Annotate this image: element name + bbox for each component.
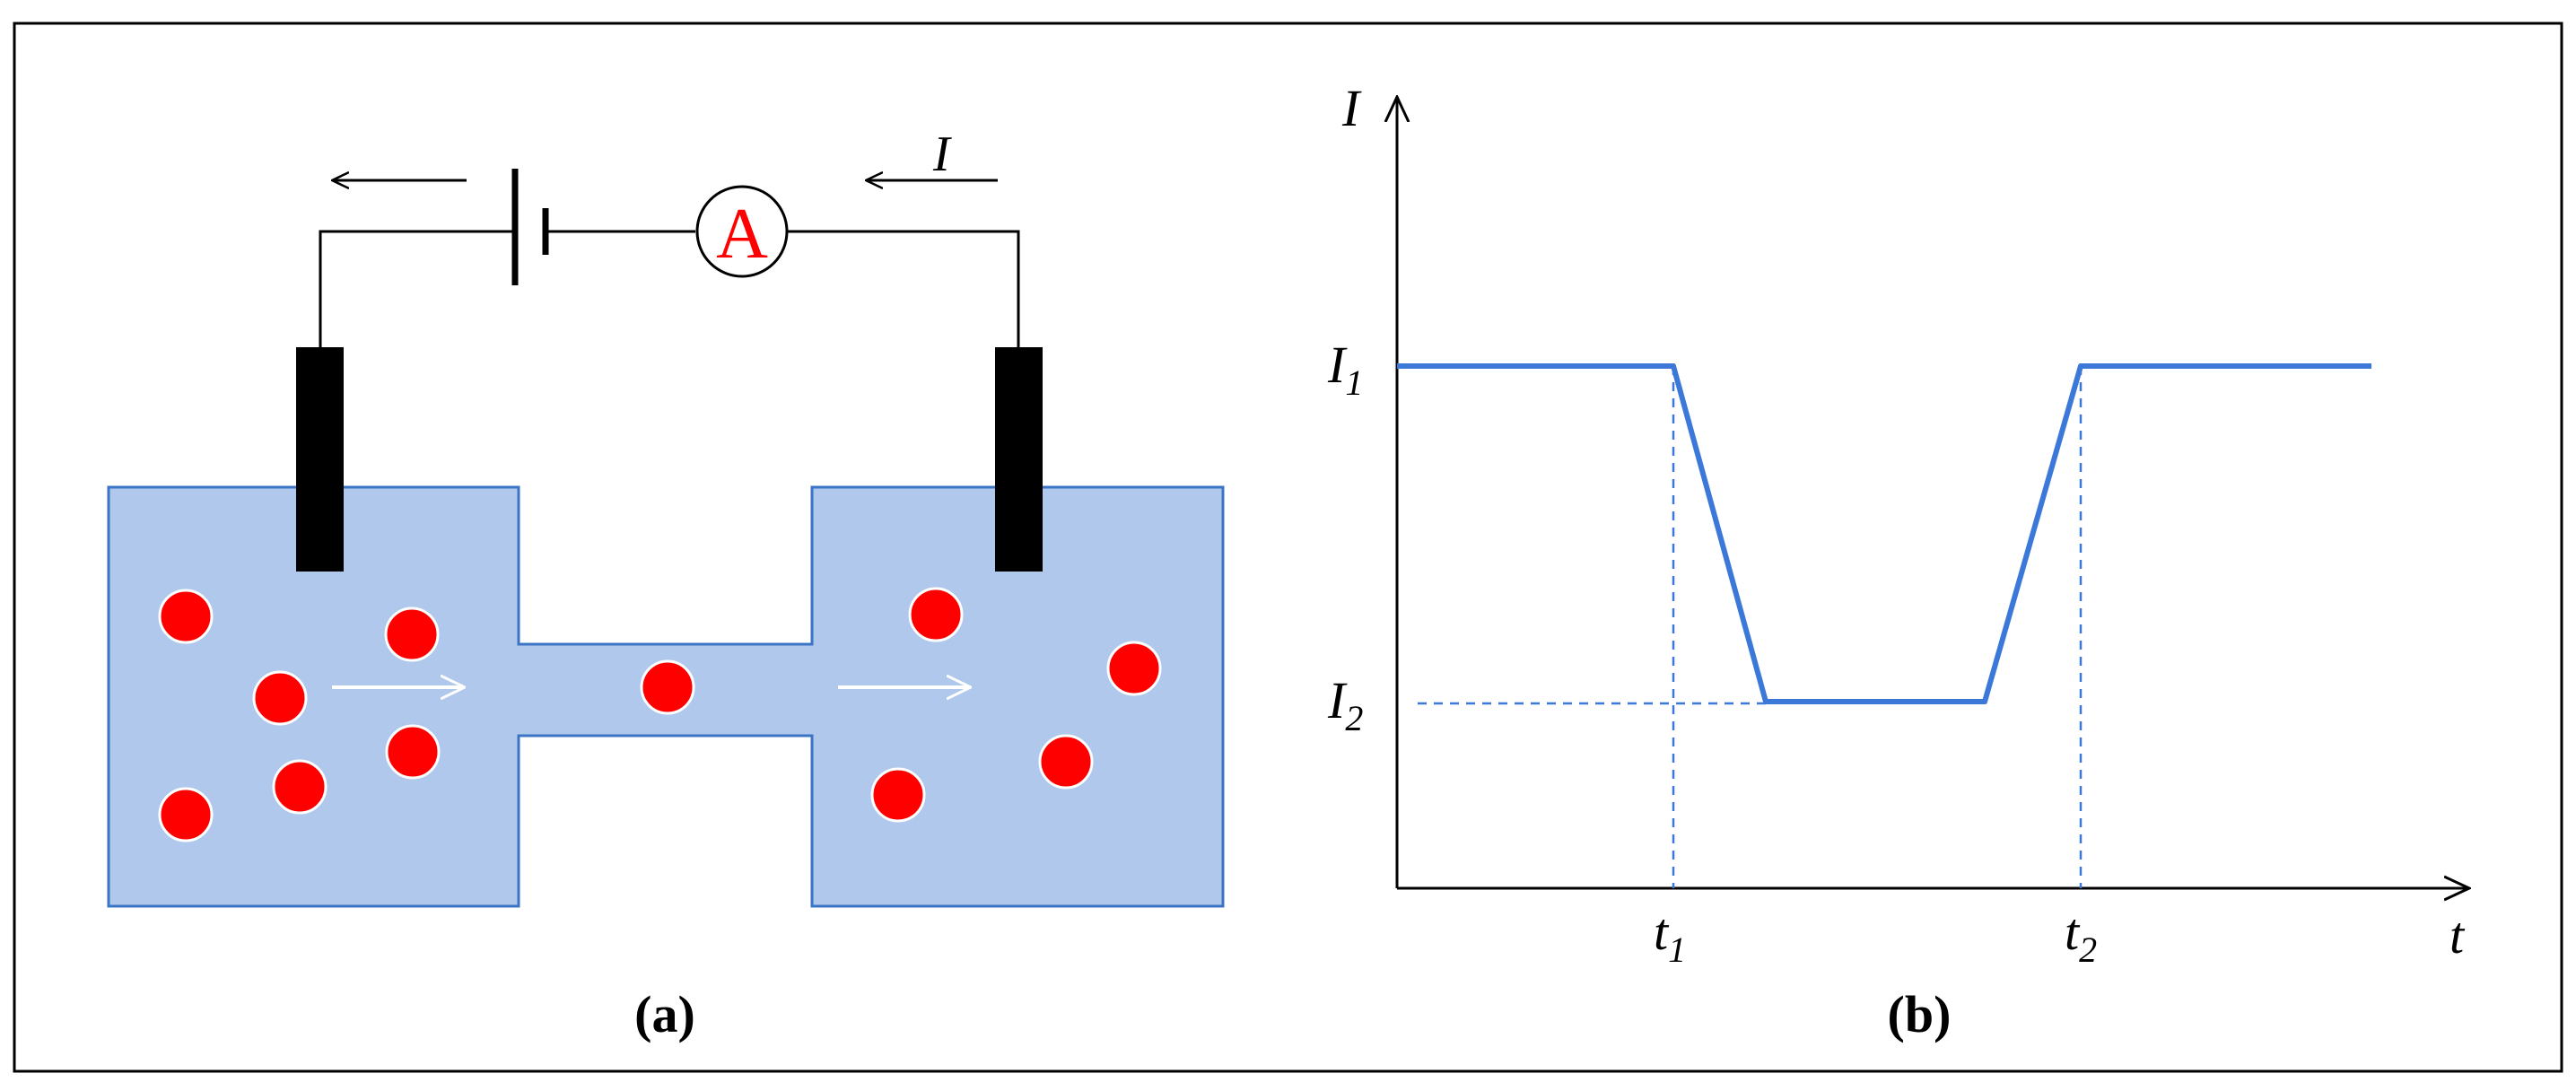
particle [1038, 734, 1094, 790]
wire-left [319, 230, 515, 347]
particles [158, 587, 1162, 842]
panel-a: A I (a) [107, 127, 1225, 1043]
current-trace [1397, 363, 2371, 704]
particle [870, 767, 926, 823]
electrode-right [995, 347, 1043, 572]
y-level-i2: I2 [1327, 671, 1363, 738]
y-axis-label: I [1341, 79, 1362, 137]
wire-right [788, 230, 1020, 347]
particle [640, 659, 695, 715]
particle [908, 587, 964, 642]
x-mark-t2: t2 [2065, 903, 2097, 970]
particle [158, 787, 214, 842]
x-mark-t1: t1 [1654, 903, 1686, 970]
particle [384, 607, 440, 662]
panel-b-caption: (b) [1888, 985, 1952, 1043]
electrode-left [296, 347, 344, 572]
panel-b: I t I1 I2 t1 t2 (b) [1327, 79, 2469, 1043]
current-label: I [932, 127, 952, 182]
ammeter [695, 185, 789, 278]
ammeter-label: A [716, 195, 768, 274]
figure-frame [13, 22, 2563, 1073]
particle [385, 724, 441, 780]
particle [1106, 641, 1162, 696]
particle [252, 670, 308, 726]
y-level-i1: I1 [1327, 336, 1363, 403]
particle [158, 589, 214, 644]
x-axis-label: t [2449, 906, 2466, 964]
panel-a-caption: (a) [634, 985, 695, 1043]
particle [272, 759, 327, 815]
